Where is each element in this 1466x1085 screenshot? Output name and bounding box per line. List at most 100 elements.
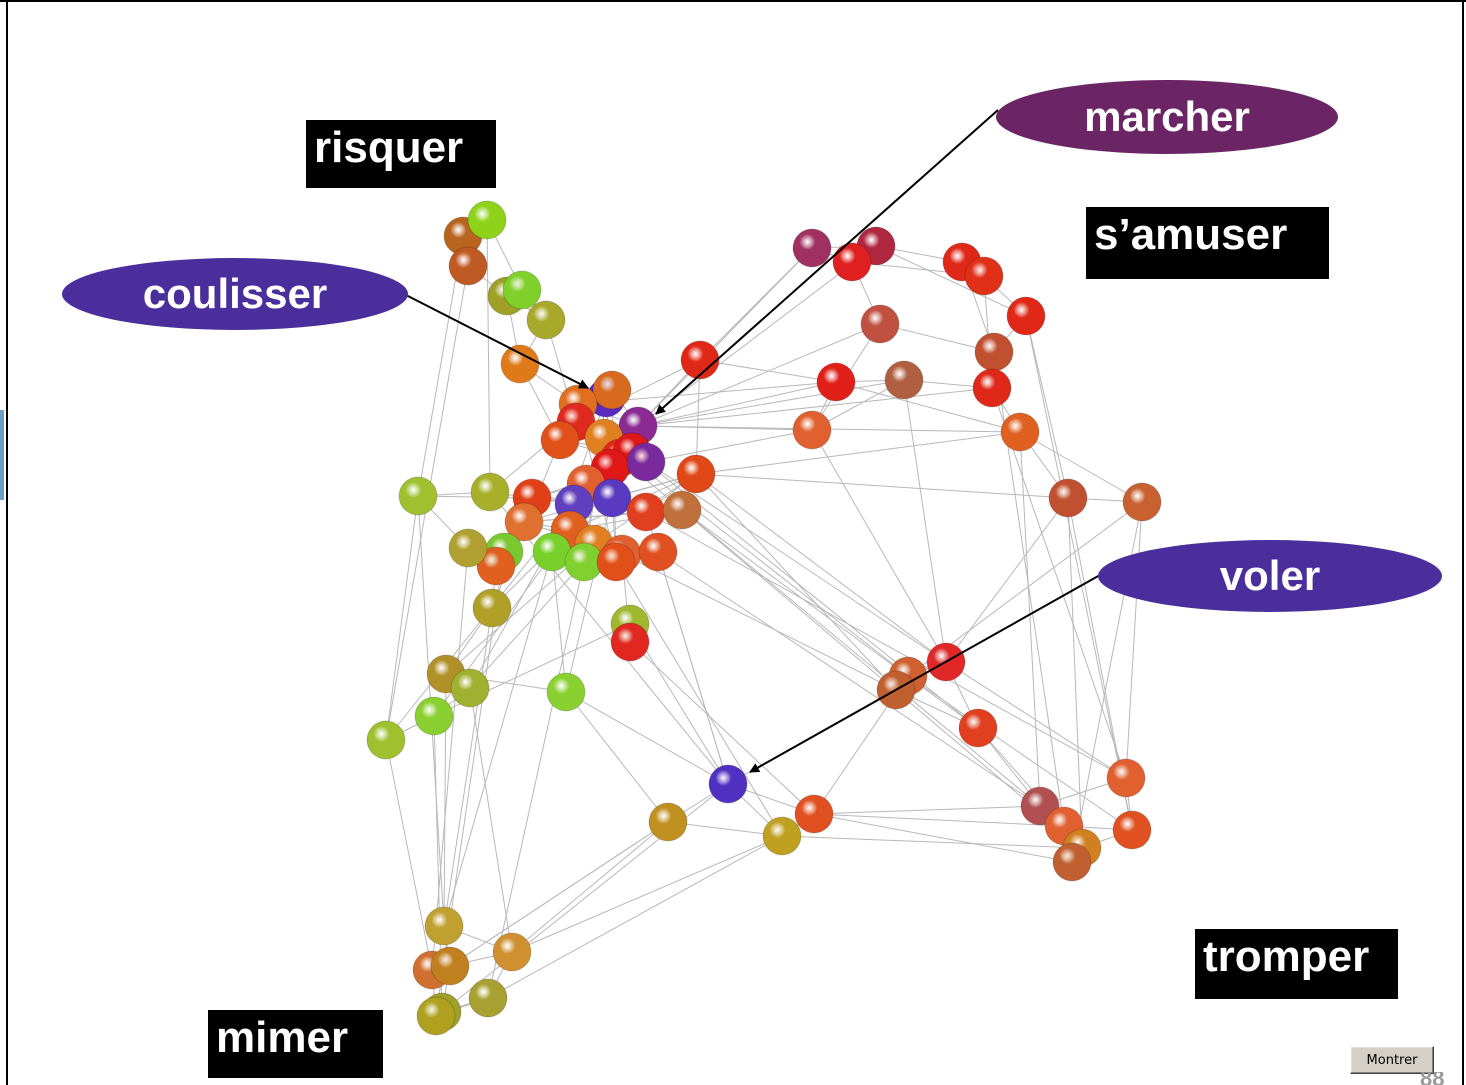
graph-node: [448, 528, 488, 568]
graph-edge: [835, 381, 1021, 433]
graph-node: [526, 300, 566, 340]
show-button[interactable]: Montrer: [1350, 1046, 1434, 1074]
graph-edge: [637, 323, 881, 427]
graph-node: [592, 478, 632, 518]
graph-node: [626, 442, 666, 482]
graph-node: [964, 256, 1004, 296]
graph-node: [792, 410, 832, 450]
graph-edge: [903, 379, 947, 663]
graph-node: [450, 668, 490, 708]
corner-mark: 88: [1420, 1072, 1445, 1085]
graph-edge: [487, 835, 783, 999]
graph-node: [974, 332, 1014, 372]
graph-edge: [645, 429, 813, 463]
graph-node: [816, 362, 856, 402]
graph-node: [540, 420, 580, 460]
graph-node: [416, 996, 456, 1036]
graph-node: [648, 802, 688, 842]
graph-node: [366, 720, 406, 760]
graph-edge: [813, 813, 1073, 863]
graph-edge: [991, 387, 1127, 779]
graph-edge: [1067, 497, 1083, 849]
graph-node: [492, 932, 532, 972]
graph-edge: [699, 247, 813, 361]
graph-edge: [443, 551, 553, 927]
graph-edge: [1019, 431, 1143, 503]
graph-node: [1112, 810, 1152, 850]
graph-node: [430, 946, 470, 986]
graph-edge: [699, 359, 837, 383]
graph-node: [708, 764, 748, 804]
arrow-coulisser: [403, 293, 589, 389]
graph-edge: [629, 641, 815, 815]
graph-edge: [637, 387, 993, 427]
graph-edge: [681, 509, 979, 729]
graph-edge: [621, 553, 897, 691]
graph-edge: [486, 219, 491, 493]
graph-edge: [695, 473, 1069, 499]
graph-edge: [469, 687, 513, 953]
graph-edge: [1125, 501, 1143, 779]
graph-edge: [511, 835, 783, 953]
graph-node: [626, 492, 666, 532]
graph-edge: [811, 429, 947, 663]
graph-node: [468, 978, 508, 1018]
graph-node: [1000, 412, 1040, 452]
graph-node: [1106, 758, 1146, 798]
graph-edge: [469, 561, 585, 689]
graph-node: [476, 546, 516, 586]
graph-node: [680, 340, 720, 380]
frame-border-right: [1462, 0, 1464, 1085]
graph-edge: [945, 661, 1127, 779]
graph-edge: [487, 561, 585, 999]
arrow-voler: [749, 574, 1101, 773]
graph-edge: [385, 495, 419, 741]
graph-edge: [813, 813, 1065, 827]
graph-node: [1048, 478, 1088, 518]
graph-node: [638, 532, 678, 572]
graph-edge: [637, 381, 837, 427]
graph-node: [398, 476, 438, 516]
graph-edge: [695, 473, 947, 663]
label-tromper: tromper: [1195, 929, 1398, 999]
graph-edge: [667, 821, 783, 837]
graph-node: [467, 200, 507, 240]
graph-node: [794, 794, 834, 834]
graph-node: [472, 588, 512, 628]
graph-node: [972, 368, 1012, 408]
graph-edge: [443, 607, 493, 927]
graph-edge: [781, 835, 1083, 849]
graph-edge: [813, 805, 1041, 815]
graph-node: [470, 472, 510, 512]
graph-edge: [511, 821, 669, 953]
graph-edge: [637, 379, 905, 427]
graph-edge: [1025, 315, 1069, 499]
graph-edge: [645, 511, 1127, 779]
graph-node: [792, 228, 832, 268]
graph-node: [884, 360, 924, 400]
label-s-amuser: s’amuser: [1086, 207, 1329, 279]
graph-node: [448, 246, 488, 286]
frame-border-top: [0, 0, 1466, 2]
arrow-marcher: [655, 109, 999, 415]
callout-coulisser: coulisser: [62, 258, 408, 330]
graph-node: [676, 454, 716, 494]
callout-voler: voler: [1098, 540, 1442, 612]
callout-marcher: marcher: [996, 80, 1338, 154]
graph-edge: [1019, 431, 1041, 807]
graph-node: [504, 502, 544, 542]
graph-edge: [1025, 315, 1133, 831]
graph-edge: [565, 691, 669, 823]
graph-node: [832, 242, 872, 282]
graph-node: [596, 542, 636, 582]
graph-node: [424, 906, 464, 946]
graph-edge: [489, 491, 729, 785]
graph-edge: [565, 691, 729, 785]
label-risquer: risquer: [306, 120, 496, 188]
graph-edge: [385, 739, 433, 971]
graph-node: [414, 696, 454, 736]
graph-edge: [449, 821, 669, 967]
graph-edge: [695, 431, 1021, 475]
